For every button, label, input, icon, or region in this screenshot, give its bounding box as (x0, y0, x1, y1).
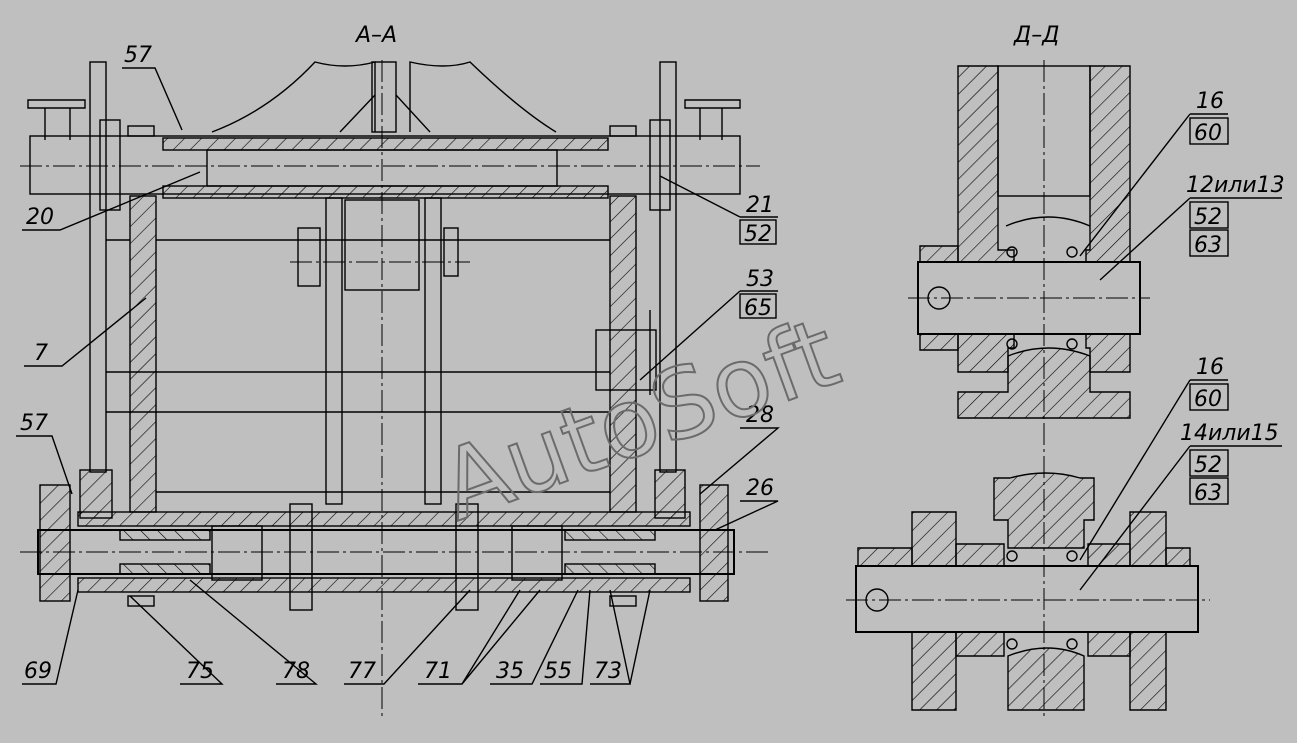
lower-housing-upper (77, 511, 691, 527)
central-braces (339, 94, 431, 133)
upper-arch-left (211, 61, 376, 133)
callout-57-top: 57 (124, 43, 152, 68)
callout-28: 28 (746, 403, 774, 428)
callouts-dd: 16 60 12или13 52 63 16 60 14или15 52 63 (1079, 89, 1285, 591)
mech-right-bracket (443, 227, 459, 277)
callout-35: 35 (496, 659, 524, 684)
right-top-clamp (684, 99, 741, 140)
callout-65-box (739, 293, 777, 319)
left-frame-post (129, 195, 157, 513)
right-end-cap (699, 484, 729, 602)
left-seal-upper (119, 529, 211, 541)
callout-75: 75 (186, 659, 214, 684)
callout-63-bottom-box (1189, 477, 1229, 505)
right-seal-lower (564, 563, 656, 575)
callout-53: 53 (746, 267, 774, 292)
callout-60-bottom: 60 (1194, 387, 1222, 412)
section-dd-title: Д–Д (1013, 23, 1059, 48)
dd-ball-2 (1066, 246, 1078, 258)
mech-left-bar (325, 197, 343, 505)
right-lower-boss (654, 469, 686, 519)
callout-69: 69 (24, 659, 52, 684)
callout-12-or-13: 12или13 (1186, 173, 1285, 198)
callout-63-bottom: 63 (1194, 481, 1222, 506)
lower-housing-lower (77, 577, 691, 593)
callout-73: 73 (594, 659, 622, 684)
dd-ball-7 (1006, 638, 1018, 650)
callout-63-top-box (1189, 229, 1229, 257)
dd-lower-hub (993, 472, 1095, 549)
left-top-clamp (27, 99, 86, 140)
callouts-aa: 57 20 21 52 53 65 7 57 28 26 69 75 78 77… (16, 43, 780, 685)
callout-7: 7 (34, 341, 48, 366)
callout-60-top: 60 (1194, 121, 1222, 146)
callout-14-or-15: 14или15 (1180, 421, 1279, 446)
left-bearing (211, 525, 263, 581)
right-collar (455, 503, 479, 611)
callout-52-bottom: 52 (1194, 453, 1222, 478)
left-end-cap (39, 484, 71, 602)
callout-60-bottom-box (1189, 383, 1229, 411)
left-pin (99, 119, 121, 211)
dd-upper-left-wall (957, 65, 1015, 263)
right-bearing (511, 525, 563, 581)
callout-16-top: 16 (1196, 89, 1224, 114)
dd-lower-shaft (855, 565, 1199, 633)
left-collar (289, 503, 313, 611)
watermark: AutoSoft (427, 296, 853, 542)
left-lower-boss (79, 469, 113, 519)
callout-52-a: 52 (744, 222, 772, 247)
top-housing-upper (162, 137, 609, 151)
mech-left-bracket (297, 227, 321, 287)
callout-60-top-box (1189, 117, 1229, 145)
callout-78: 78 (282, 659, 310, 684)
top-housing-lower (162, 185, 609, 199)
callout-71: 71 (424, 659, 452, 684)
right-lower-nut (609, 595, 637, 607)
callout-21: 21 (746, 193, 774, 218)
callout-20: 20 (26, 205, 54, 230)
callout-55: 55 (544, 659, 572, 684)
callout-52-bottom-box (1189, 449, 1229, 477)
dd-ball-3 (1006, 338, 1018, 350)
side-mechanism (595, 329, 657, 391)
left-upper-nut (127, 125, 155, 137)
callout-52-box (739, 219, 777, 245)
callout-57-left: 57 (20, 411, 48, 436)
dd-ball-4 (1066, 338, 1078, 350)
section-aa: А–А (20, 23, 770, 720)
callout-63-top: 63 (1194, 233, 1222, 258)
mech-right-bar (424, 197, 442, 505)
right-frame-post (609, 195, 637, 513)
dd-upper-right-wall (1085, 65, 1131, 263)
dd-lower-body (1007, 647, 1085, 711)
left-outer-rod (89, 61, 107, 473)
left-seal-lower (119, 563, 211, 575)
right-seal-upper (564, 529, 656, 541)
dd-bearing-arc (1005, 216, 1091, 227)
central-post (371, 61, 397, 133)
dd-ball-8 (1066, 638, 1078, 650)
dd-ball-6 (1066, 550, 1078, 562)
callout-77: 77 (348, 659, 376, 684)
callout-52-top: 52 (1194, 205, 1222, 230)
callout-26: 26 (746, 476, 774, 501)
callout-65: 65 (744, 296, 772, 321)
dd-left-plate (911, 511, 957, 711)
section-aa-title: А–А (354, 23, 397, 48)
dd-ball-5 (1006, 550, 1018, 562)
upper-arch-right (409, 61, 557, 133)
callout-52-top-box (1189, 201, 1229, 229)
dd-right-plate (1129, 511, 1167, 711)
right-upper-nut (609, 125, 637, 137)
callout-16-bottom: 16 (1196, 355, 1224, 380)
dd-mid-right-wall (1085, 333, 1131, 373)
dd-ball-1 (1006, 246, 1018, 258)
top-shaft (29, 135, 741, 195)
section-dd: Д–Д (846, 23, 1210, 720)
dd-mid-left-wall (957, 333, 1015, 373)
